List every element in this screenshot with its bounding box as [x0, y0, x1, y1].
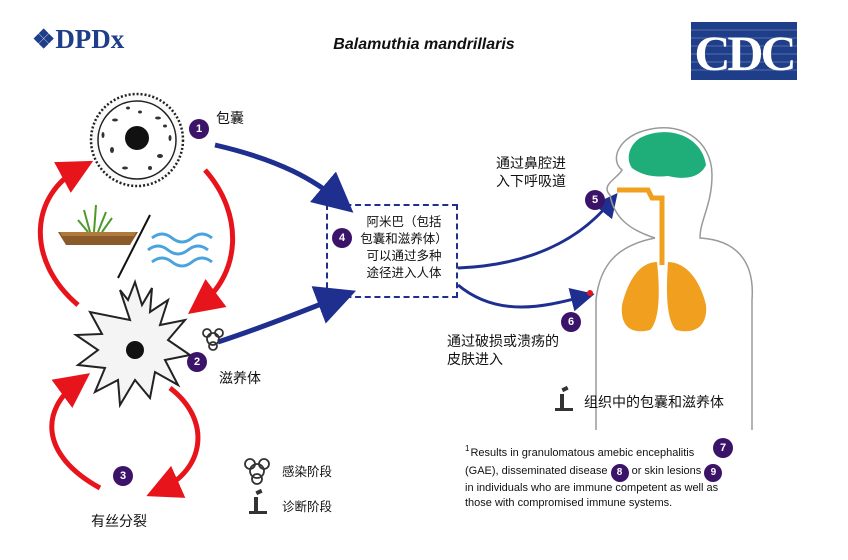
stage-badge-3: 3	[113, 466, 133, 486]
trophozoite-illustration	[72, 278, 193, 409]
stage-badge-9: 9	[704, 464, 723, 482]
arrow-entry-to-nose	[457, 192, 618, 270]
page-title: Balamuthia mandrillaris	[333, 36, 515, 53]
soil-grass-icon	[58, 204, 138, 245]
legend-infective-label: 感染阶段	[282, 464, 333, 479]
stage-badge-6: 6	[561, 312, 581, 332]
entry-label: 阿米巴（包括 包囊和滋养体） 可以通过多种 途径进入人体	[360, 214, 448, 280]
cycle-arrow-right-upper	[188, 168, 235, 315]
nasal-entry-label: 通过鼻腔进 入下呼吸道	[496, 156, 566, 190]
stage-badge-2: 2	[187, 352, 207, 372]
arrow-cyst-to-entry	[214, 142, 354, 213]
stage-badge-1: 1	[189, 119, 209, 139]
cycle-arrow-left-upper	[37, 160, 94, 307]
tissue-label: 组织中的包囊和滋养体	[584, 395, 724, 411]
stage-badge-4: 4	[332, 228, 352, 248]
footnote-line-2b: or skin lesions	[631, 465, 702, 477]
dpdx-logo-text: DPDx	[55, 24, 125, 54]
blue-arrows	[214, 142, 618, 345]
footnote: 1Results in granulomatous amebic encepha…	[465, 444, 765, 511]
entry-routes-box	[326, 204, 458, 298]
footnote-line-3: in individuals who are immune competent …	[465, 482, 719, 494]
footnote-line-1-text: Results in granulomatous amebic encephal…	[470, 447, 695, 459]
brain-shape	[628, 132, 706, 178]
cyst-illustration	[89, 92, 185, 188]
legend-biohazard-icon	[244, 458, 270, 485]
cyst-label: 包囊	[216, 111, 244, 127]
cycle-arrow-left-lower	[49, 373, 102, 491]
footnote-line-1: 1Results in granulomatous amebic encepha…	[465, 444, 765, 461]
stage-badge-5: 5	[585, 190, 605, 210]
divider-slash	[117, 214, 151, 279]
dpdx-logo: ❖DPDx	[32, 24, 124, 55]
legend-diagnostic-label: 诊断阶段	[282, 499, 333, 514]
footnote-line-2: (GAE), disseminated disease 8 or skin le…	[465, 463, 765, 482]
water-icon	[147, 232, 213, 268]
biohazard-icon	[202, 328, 224, 351]
legend-microscope-icon	[249, 488, 267, 514]
skin-entry-label: 通过破损或溃疡的 皮肤进入	[447, 334, 559, 368]
footnote-line-2a: (GAE), disseminated disease	[465, 465, 608, 477]
human-figure	[587, 127, 754, 430]
cdc-logo-stripes	[691, 29, 797, 71]
arrow-entry-to-skin	[457, 283, 595, 312]
dpdx-logo-mark: ❖	[32, 25, 56, 54]
cdc-logo: CDC	[691, 22, 797, 80]
footnote-marker: 1	[465, 444, 470, 453]
red-cycle-arrows	[37, 160, 235, 498]
cycle-arrow-right-lower	[146, 386, 201, 498]
right-lung-shape	[666, 262, 707, 332]
cdc-logo-text: CDC	[694, 25, 796, 80]
mitosis-label: 有丝分裂	[91, 514, 147, 530]
left-lung-shape	[621, 262, 659, 332]
airway-shape	[617, 187, 665, 255]
skin-wound-dot	[587, 290, 593, 296]
arrow-troph-to-entry	[217, 286, 357, 345]
stage-badge-8: 8	[610, 464, 629, 482]
stage-badge-7: 7	[713, 438, 733, 458]
trophozoite-label: 滋养体	[219, 371, 261, 387]
footnote-line-4: those with compromised immune systems.	[465, 497, 673, 509]
microscope-icon	[555, 385, 573, 411]
